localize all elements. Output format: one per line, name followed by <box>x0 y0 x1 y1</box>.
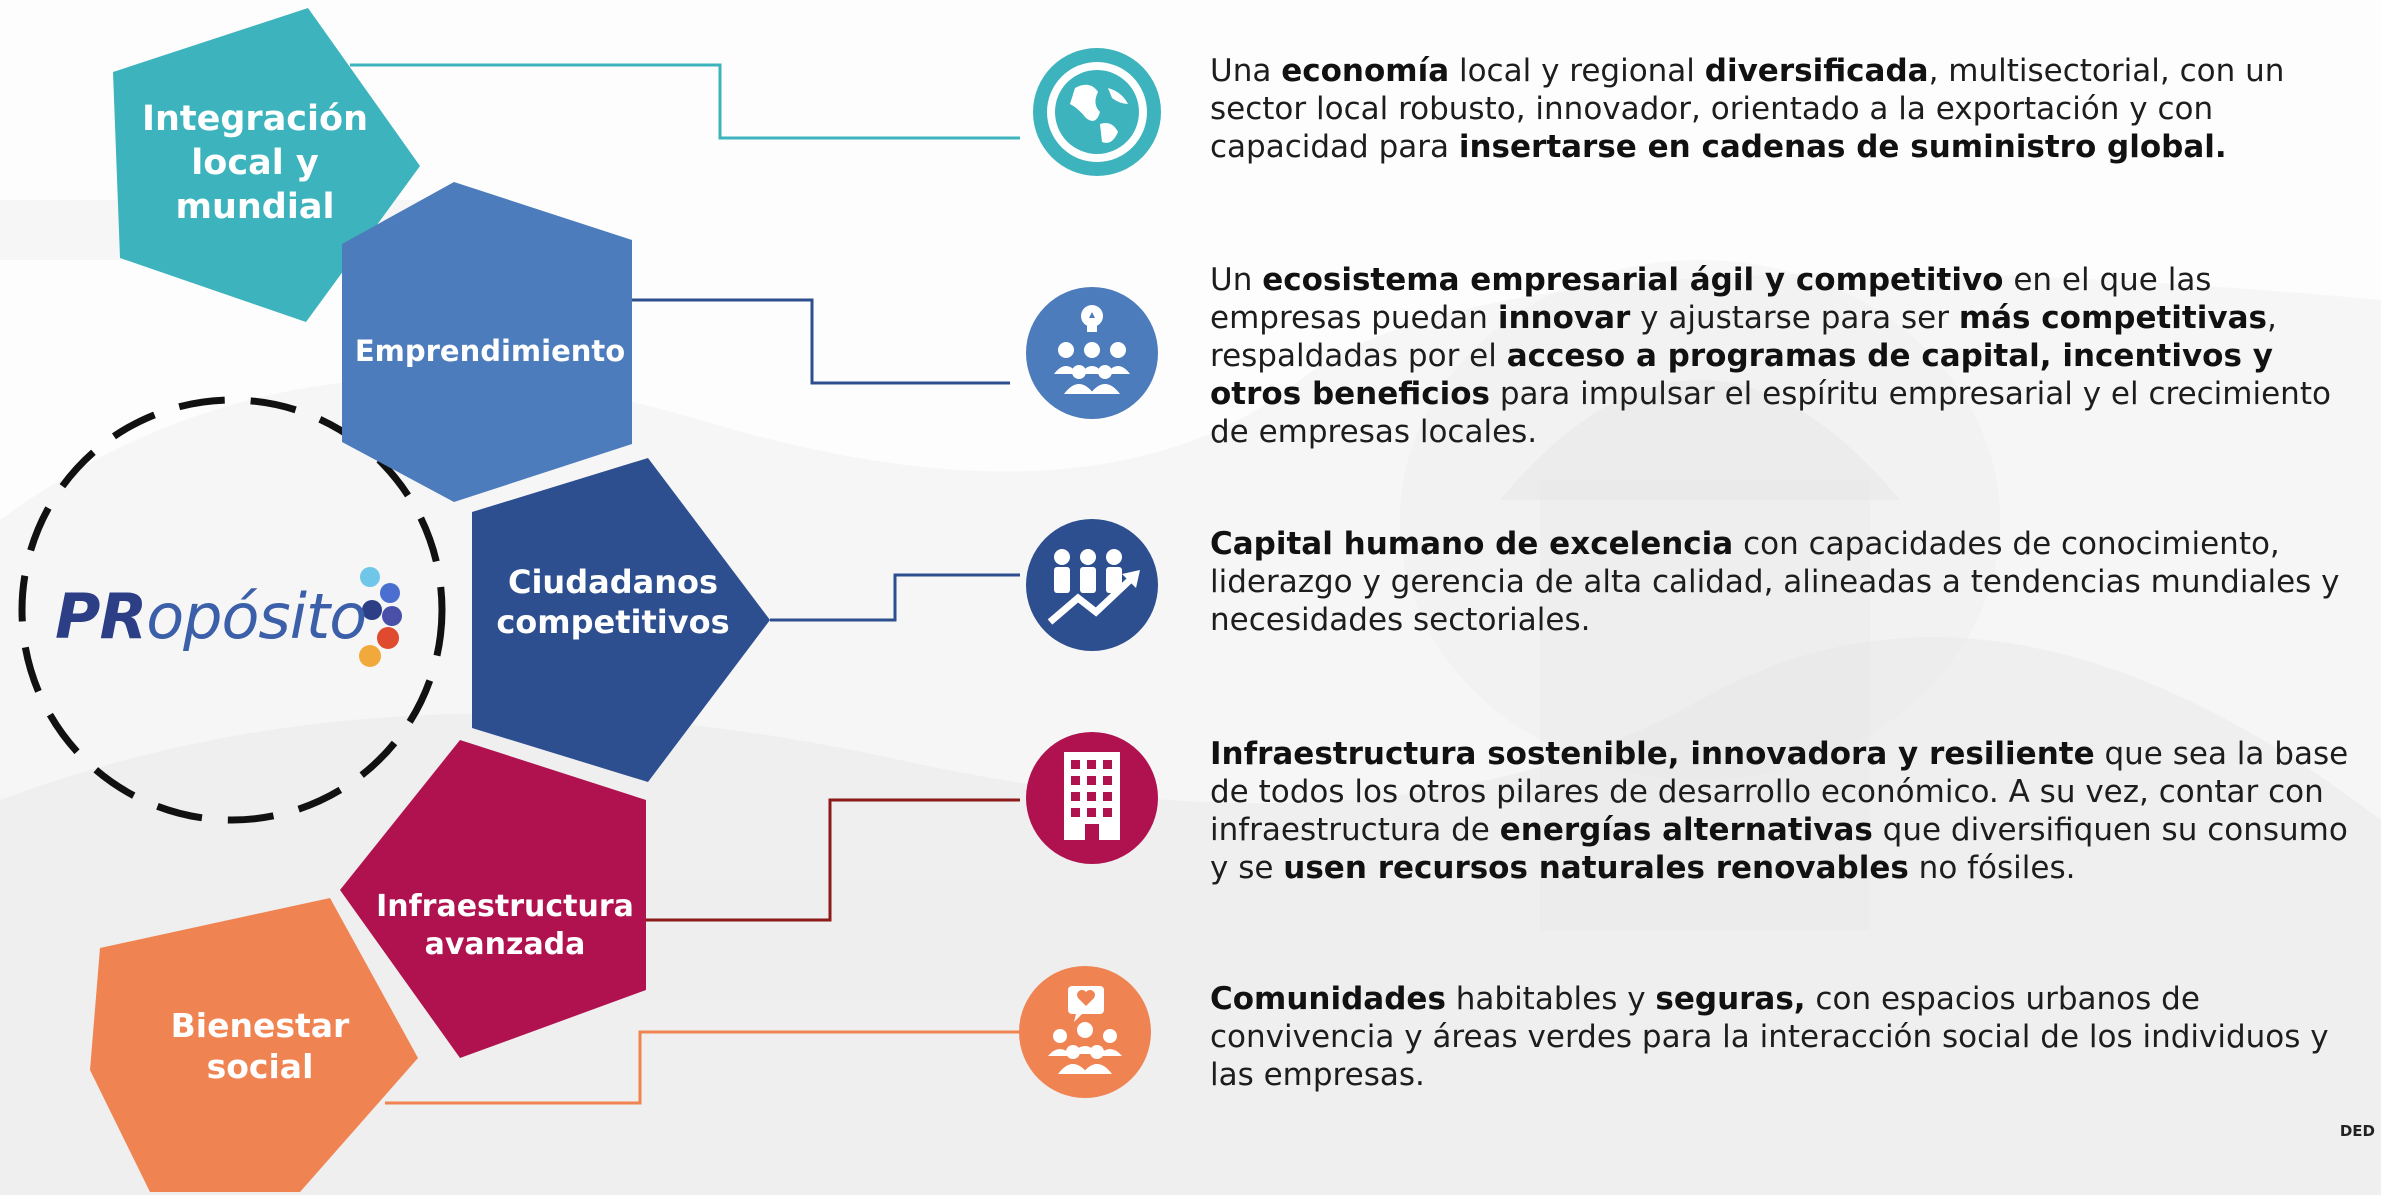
pentagon-ciudadanos <box>472 458 770 782</box>
desc-ciudadanos: Capital humano de excelencia con capacid… <box>1210 525 2370 639</box>
connector-emprendimiento <box>600 298 1010 385</box>
label-bienestar: Bienestar social <box>170 1006 350 1087</box>
label-emprendimiento: Emprendimiento <box>354 334 626 368</box>
desc-segment: local y regional <box>1449 53 1705 89</box>
desc-bold-segment: Capital humano de excelencia <box>1210 526 1734 562</box>
desc-segment: y ajustarse para ser <box>1630 300 1959 336</box>
desc-integracion: Una economía local y regional diversific… <box>1210 52 2370 166</box>
community-heart-icon <box>1048 986 1122 1074</box>
desc-segment: con capacidades de conocimiento, lideraz… <box>1210 526 2340 638</box>
pentagon-infraestructura <box>340 740 646 1058</box>
connector-ciudadanos <box>770 573 1020 622</box>
connector-integracion <box>350 63 1020 140</box>
desc-bold-segment: acceso a programas de capital, incentivo… <box>1210 338 2273 412</box>
logo-pr: PR <box>55 580 147 653</box>
desc-segment: para impulsar el espíritu empresarial y … <box>1210 376 2331 450</box>
desc-emprendimiento: Un ecosistema empresarial ágil y competi… <box>1210 261 2370 451</box>
desc-segment: no fósiles. <box>1908 850 2076 886</box>
label-infraestructura: Infraestructura avanzada <box>376 889 634 962</box>
desc-segment: habitables y <box>1445 981 1656 1017</box>
desc-bold-segment: seguras, <box>1655 981 1806 1017</box>
desc-segment: Una <box>1210 53 1282 89</box>
desc-infraestructura: Infraestructura sostenible, innovadora y… <box>1210 735 2370 887</box>
desc-segment: , multisectorial, con un sector local ro… <box>1210 53 2285 165</box>
desc-segment: , respaldadas por el <box>1210 300 2277 374</box>
label-integracion: Integración local y mundial <box>141 99 369 227</box>
desc-bold-segment: Comunidades <box>1210 981 1446 1017</box>
desc-bold-segment: Infraestructura sostenible, innovadora y… <box>1210 736 2095 772</box>
logo-dashed-circle <box>18 396 446 824</box>
desc-bold-segment: economía <box>1281 53 1450 89</box>
pentagons <box>90 8 770 1192</box>
building-icon <box>1064 752 1120 840</box>
desc-bold-segment: más competitivas <box>1958 300 2267 336</box>
people-growth-icon <box>1047 549 1140 625</box>
desc-bold-segment: insertarse en cadenas de suministro glob… <box>1458 129 2227 165</box>
propósito-logo: PRopósito <box>55 580 367 653</box>
connector-infraestructura <box>630 798 1020 922</box>
desc-bold-segment: usen recursos naturales renovables <box>1283 850 1909 886</box>
logo-dots <box>359 567 402 667</box>
desc-segment: en el que las empresas puedan <box>1210 262 2212 336</box>
desc-bold-segment: ecosistema empresarial ágil y competitiv… <box>1262 262 2004 298</box>
label-ciudadanos: Ciudadanos competitivos <box>496 563 730 641</box>
desc-bold-segment: diversificada <box>1704 53 1929 89</box>
desc-segment: que sea la base de todos los otros pilar… <box>1210 736 2349 848</box>
logo-rest: opósito <box>146 580 367 653</box>
people-lightbulb-icon <box>1054 305 1130 394</box>
desc-segment: con espacios urbanos de convivencia y ár… <box>1210 981 2329 1093</box>
desc-bienestar: Comunidades habitables y seguras, con es… <box>1210 980 2370 1094</box>
corner-watermark: DED <box>2339 1122 2375 1140</box>
desc-segment: que diversifiquen su consumo y se <box>1210 812 2348 886</box>
globe-icon <box>1070 84 1128 143</box>
desc-bold-segment: innovar <box>1497 300 1631 336</box>
connector-lines <box>350 63 1020 1105</box>
desc-bold-segment: energías alternativas <box>1499 812 1873 848</box>
pentagon-emprendimiento <box>342 182 632 502</box>
connector-bienestar <box>385 1030 1020 1105</box>
desc-segment: Un <box>1210 262 1263 298</box>
pentagon-bienestar <box>90 898 418 1192</box>
